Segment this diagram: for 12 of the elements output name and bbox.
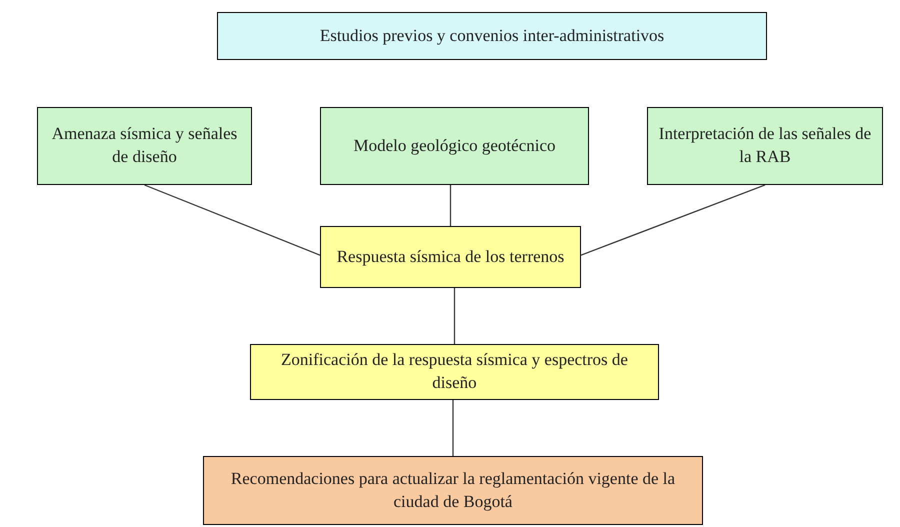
connector-line bbox=[452, 400, 454, 456]
process-box: Modelo geológico geotécnico bbox=[320, 107, 589, 185]
process-box: Respuesta sísmica de los terrenos bbox=[320, 226, 581, 288]
process-box: Interpretación de las señales de la RAB bbox=[647, 107, 883, 185]
connector-line bbox=[144, 184, 320, 256]
connector-line bbox=[580, 184, 766, 256]
connector-line bbox=[450, 185, 452, 226]
process-box: Zonificación de la respuesta sísmica y espectros de diseño bbox=[250, 344, 659, 400]
process-box: Amenaza sísmica y señales de diseño bbox=[37, 107, 252, 185]
connector-line bbox=[454, 288, 456, 344]
title-box: Estudios previos y convenios inter-administrativos bbox=[217, 12, 767, 60]
result-box: Recomendaciones para actualizar la reglamentación vigente de la ciudad de Bogotá bbox=[203, 456, 703, 525]
